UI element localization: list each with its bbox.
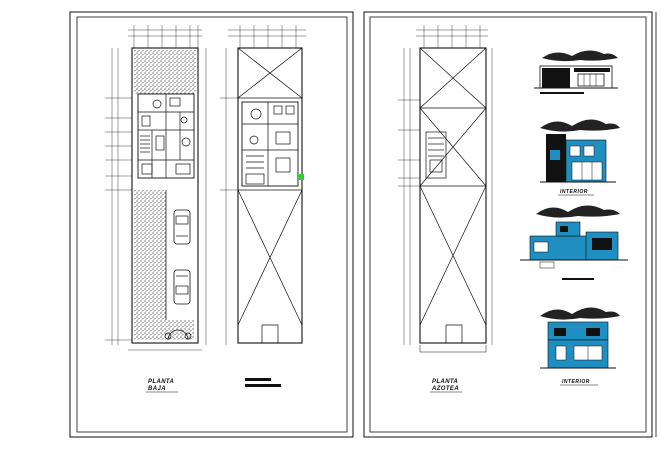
elevation-1 (534, 50, 618, 94)
planta-baja-line1: PLANTA (148, 379, 174, 385)
elevation-2: INTERIOR (540, 119, 620, 196)
ground-floor-plan (105, 25, 207, 351)
upper-dimension-lines (220, 25, 306, 345)
planta-azotea-line2: AZOTEA (431, 386, 459, 392)
label-planta-alta (245, 378, 281, 387)
dimension-lines-top (128, 25, 202, 48)
elevation-3 (520, 205, 628, 280)
elevation-4-caption: INTERIOR (562, 379, 590, 385)
elevation-2-caption: INTERIOR (560, 189, 588, 195)
elevation-4: INTERIOR (540, 307, 620, 386)
label-planta-baja: PLANTA BAJA (146, 379, 178, 393)
dimension-lines-left (105, 48, 207, 345)
upper-floor-plan (220, 25, 306, 345)
planta-azotea-line1: PLANTA (432, 379, 458, 385)
green-marker (298, 174, 304, 180)
sheet-right-frame (363, 11, 657, 438)
roof-plan (398, 25, 493, 353)
label-planta-azotea: PLANTA AZOTEA (430, 379, 462, 393)
sheet-left-frame (69, 11, 354, 438)
roof-dimension-lines (398, 25, 493, 345)
planta-baja-line2: BAJA (148, 386, 166, 392)
